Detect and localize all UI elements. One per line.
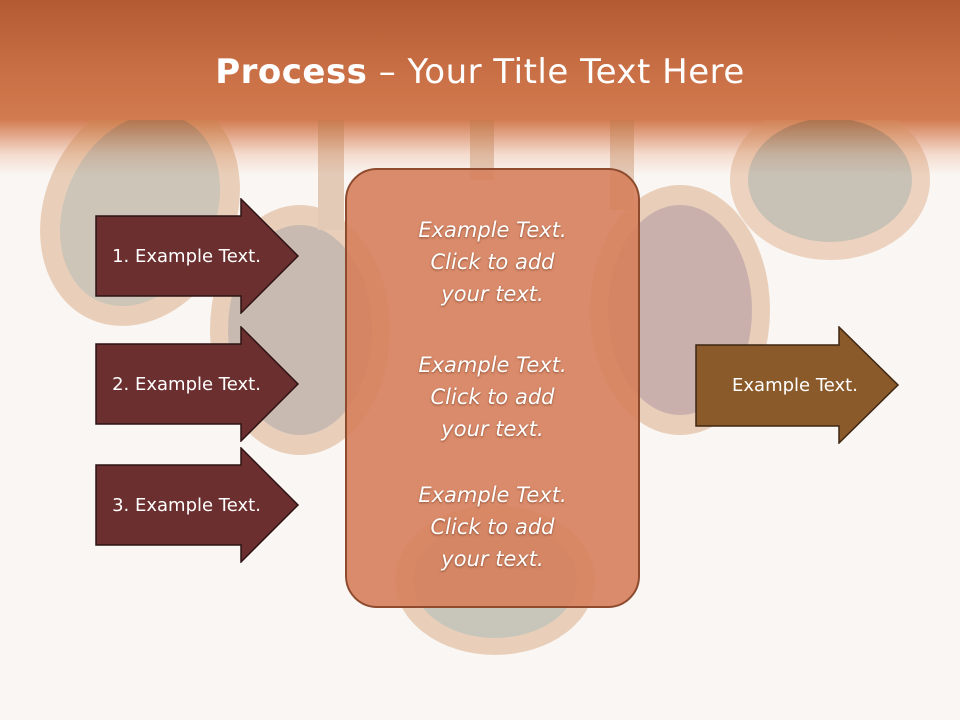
center-item-line: Click to add xyxy=(430,250,555,274)
center-item-line: Example Text. xyxy=(418,353,567,377)
center-item-line: Example Text. xyxy=(418,218,567,242)
page-title: Process – Your Title Text Here xyxy=(0,52,960,92)
center-item-2[interactable]: Example Text. Click to add your text. xyxy=(347,349,638,445)
center-item-line: Click to add xyxy=(430,385,555,409)
arrow-shape-icon xyxy=(695,326,900,444)
left-arrow-3[interactable]: 3. Example Text. xyxy=(95,447,300,563)
left-arrow-1[interactable]: 1. Example Text. xyxy=(95,198,300,314)
title-rest: – Your Title Text Here xyxy=(367,52,745,92)
right-arrow-label: Example Text. xyxy=(732,374,858,396)
center-item-3[interactable]: Example Text. Click to add your text. xyxy=(347,479,638,575)
title-bold: Process xyxy=(215,52,368,92)
center-item-line: Click to add xyxy=(430,515,555,539)
left-arrow-2[interactable]: 2. Example Text. xyxy=(95,326,300,442)
center-item-line: your text. xyxy=(441,547,544,571)
header-banner xyxy=(0,0,960,175)
arrow-shape-icon xyxy=(95,447,300,563)
arrow-shape-icon xyxy=(95,198,300,314)
left-arrow-label: 1. Example Text. xyxy=(112,245,261,267)
center-item-1[interactable]: Example Text. Click to add your text. xyxy=(347,214,638,310)
center-item-line: your text. xyxy=(441,282,544,306)
right-arrow[interactable]: Example Text. xyxy=(695,326,900,444)
left-arrow-label: 2. Example Text. xyxy=(112,373,261,395)
center-item-line: your text. xyxy=(441,417,544,441)
center-text-box[interactable]: Example Text. Click to add your text. Ex… xyxy=(345,168,640,608)
center-item-line: Example Text. xyxy=(418,483,567,507)
arrow-shape-icon xyxy=(95,326,300,442)
left-arrow-label: 3. Example Text. xyxy=(112,494,261,516)
